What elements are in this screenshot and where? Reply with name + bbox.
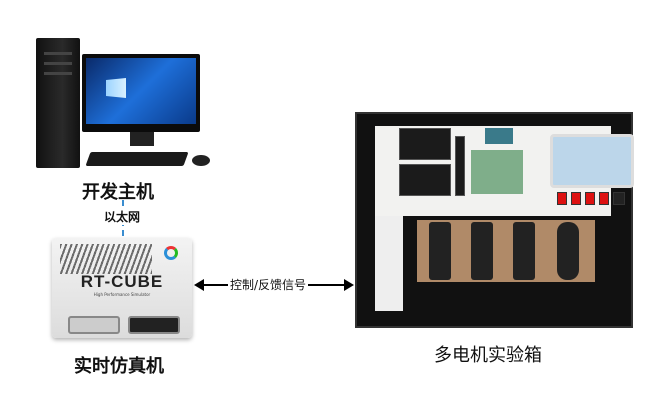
arrow-left-icon — [194, 279, 204, 291]
arrow-right-icon — [344, 279, 354, 291]
device-subtitle: High Performance Simulator — [93, 292, 151, 297]
simulator-label: 实时仿真机 — [74, 356, 164, 377]
windows-logo-icon — [106, 78, 126, 98]
monitor — [82, 54, 200, 132]
rt-cube-device: RT-CUBE High Performance Simulator — [52, 238, 192, 338]
analog-io-port — [68, 316, 120, 334]
signal-label: 控制/反馈信号 — [228, 276, 309, 293]
pc-tower — [36, 38, 80, 168]
device-brand: RT-CUBE — [80, 272, 164, 291]
lcd-screen — [550, 134, 634, 188]
monitor-stand — [130, 132, 154, 146]
mouse — [192, 155, 210, 166]
keyboard — [85, 152, 189, 166]
digital-io-port — [128, 316, 180, 334]
host-label: 开发主机 — [82, 182, 154, 203]
brand-logo-icon — [164, 246, 178, 260]
ethernet-label: 以太网 — [104, 208, 141, 225]
test-box-label: 多电机实验箱 — [434, 345, 542, 366]
motor-test-box — [355, 112, 634, 328]
